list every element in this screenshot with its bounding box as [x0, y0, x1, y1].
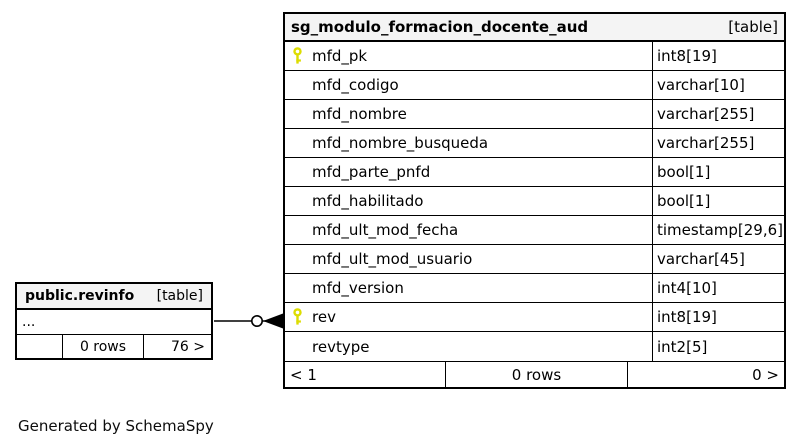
column-type: bool[1]: [657, 163, 711, 181]
table-node-sg-modulo-formacion-docente-aud: sg_modulo_formacion_docente_aud [table] …: [283, 12, 786, 389]
revinfo-title[interactable]: public.revinfo: [25, 288, 135, 304]
column-row: mfd_ult_mod_usuario varchar[45]: [285, 245, 784, 274]
column-row: mfd_codigo varchar[10]: [285, 71, 784, 100]
main-table-footer: < 1 0 rows 0 >: [285, 361, 784, 387]
column-name: mfd_parte_pnfd: [312, 163, 431, 181]
column-row: mfd_ult_mod_fecha timestamp[29,6]: [285, 216, 784, 245]
column-name-cell: revtype: [285, 332, 653, 361]
table-node-public-revinfo: public.revinfo [table] ... 0 rows 76 >: [15, 282, 213, 360]
revinfo-collapsed-columns: ...: [17, 310, 211, 334]
main-table-badge: [table]: [728, 18, 778, 36]
column-name-cell: mfd_nombre_busqueda: [285, 129, 653, 157]
edge-arrowhead: [263, 313, 283, 329]
column-name: mfd_habilitado: [312, 192, 424, 210]
edge-open-dot: [250, 315, 263, 327]
column-name: mfd_nombre_busqueda: [312, 134, 489, 152]
column-type: timestamp[29,6]: [657, 221, 784, 239]
column-name-cell: mfd_version: [285, 274, 653, 302]
column-row: rev int8[19]: [285, 303, 784, 332]
generated-by-caption: Generated by SchemaSpy: [18, 417, 214, 435]
column-type: int8[19]: [657, 308, 717, 326]
column-name-cell: mfd_nombre: [285, 100, 653, 128]
column-name-cell: rev: [285, 303, 653, 331]
column-row: mfd_habilitado bool[1]: [285, 187, 784, 216]
revinfo-children-count: 76 >: [171, 338, 205, 355]
main-table-children-count: 0 >: [752, 365, 779, 384]
main-table-header[interactable]: sg_modulo_formacion_docente_aud [table]: [285, 14, 784, 42]
revinfo-row-count: 0 rows: [62, 335, 144, 358]
column-row: revtype int2[5]: [285, 332, 784, 361]
column-name: mfd_pk: [312, 47, 368, 65]
column-name-cell: mfd_codigo: [285, 71, 653, 99]
column-name: rev: [312, 308, 336, 326]
column-type: bool[1]: [657, 192, 711, 210]
column-type: varchar[255]: [657, 134, 755, 152]
revinfo-footer-left: [17, 335, 62, 358]
column-type: varchar[45]: [657, 250, 745, 268]
column-row: mfd_version int4[10]: [285, 274, 784, 303]
column-row: mfd_pk int8[19]: [285, 42, 784, 71]
column-name: mfd_codigo: [312, 76, 399, 94]
column-name-cell: mfd_ult_mod_usuario: [285, 245, 653, 273]
column-name: mfd_ult_mod_fecha: [312, 221, 459, 239]
primary-key-icon: [292, 308, 312, 326]
primary-key-icon: [292, 47, 312, 65]
main-table-columns: mfd_pk int8[19] mfd_codigo varchar[10] mfd_n…: [285, 42, 784, 361]
column-name-cell: mfd_ult_mod_fecha: [285, 216, 653, 244]
column-row: mfd_nombre_busqueda varchar[255]: [285, 129, 784, 158]
column-row: mfd_nombre varchar[255]: [285, 100, 784, 129]
column-name-cell: mfd_parte_pnfd: [285, 158, 653, 186]
column-name: revtype: [312, 337, 370, 356]
main-table-row-count: 0 rows: [445, 362, 628, 387]
column-type: int4[10]: [657, 279, 717, 297]
column-type: int2[5]: [657, 337, 708, 356]
main-table-title[interactable]: sg_modulo_formacion_docente_aud: [291, 18, 589, 36]
column-name: mfd_version: [312, 279, 404, 297]
main-table-page-indicator: < 1: [290, 365, 317, 384]
column-name-cell: mfd_pk: [285, 42, 653, 70]
revinfo-header[interactable]: public.revinfo [table]: [17, 284, 211, 310]
column-name: mfd_nombre: [312, 105, 407, 123]
revinfo-badge: [table]: [156, 288, 203, 304]
column-row: mfd_parte_pnfd bool[1]: [285, 158, 784, 187]
revinfo-footer: 0 rows 76 >: [17, 334, 211, 358]
column-type: varchar[10]: [657, 76, 745, 94]
column-type: int8[19]: [657, 47, 717, 65]
relationship-edge: [214, 313, 283, 329]
column-type: varchar[255]: [657, 105, 755, 123]
column-name-cell: mfd_habilitado: [285, 187, 653, 215]
column-name: mfd_ult_mod_usuario: [312, 250, 473, 268]
